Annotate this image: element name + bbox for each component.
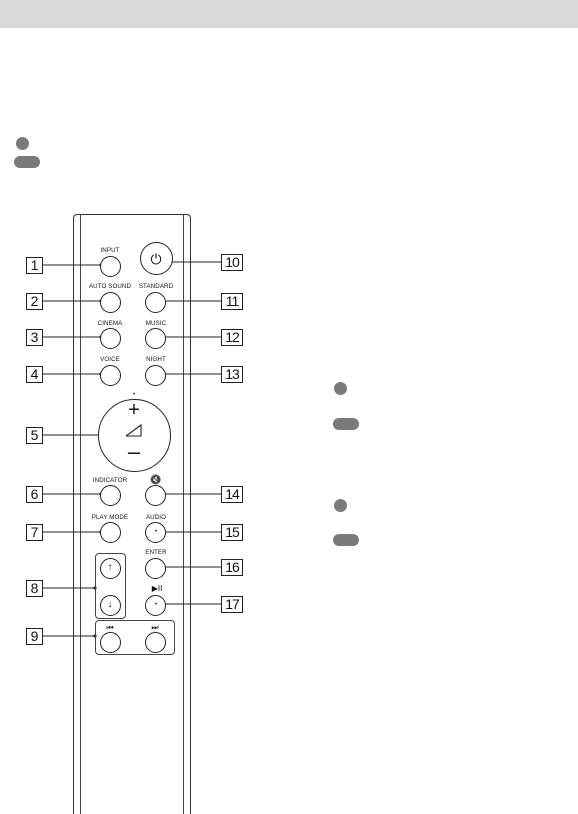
callout-15: 15 (221, 524, 243, 541)
arrow-button-group (95, 553, 126, 619)
callout-3: 3 (26, 329, 43, 346)
play-mode-button[interactable] (100, 522, 121, 543)
up-arrow-icon: ↑ (107, 562, 113, 573)
previous-button[interactable] (100, 632, 121, 653)
standard-button[interactable] (145, 292, 166, 313)
legend-pill-marker (333, 534, 359, 546)
volume-dot-icon: • (132, 392, 136, 398)
volume-icon (125, 423, 142, 437)
audio-tactile-dot-icon: • (154, 529, 158, 535)
play-pause-icon: ▶II (151, 584, 163, 593)
music-label: MUSIC (145, 320, 167, 327)
down-button[interactable] (100, 595, 121, 616)
callout-16: 16 (221, 559, 243, 576)
callout-10: 10 (221, 254, 243, 271)
enter-label: ENTER (145, 549, 167, 556)
play-pause-button[interactable] (145, 595, 166, 616)
voice-label: VOICE (100, 356, 120, 363)
callout-12: 12 (221, 329, 243, 346)
standard-label: STANDARD (138, 283, 174, 290)
remote-control-inner-edge (80, 214, 184, 814)
legend-dot-marker (334, 382, 347, 395)
callout-9: 9 (26, 628, 43, 645)
music-button[interactable] (145, 328, 166, 349)
play-pause-tactile-dot-icon: • (154, 602, 158, 608)
volume-minus-icon: – (127, 439, 141, 464)
auto-sound-label: AUTO SOUND (88, 283, 132, 290)
auto-sound-button[interactable] (100, 292, 121, 313)
legend-dot-marker (334, 499, 347, 512)
legend-dot-marker (16, 137, 29, 150)
night-button[interactable] (145, 365, 166, 386)
play-mode-label: PLAY MODE (91, 514, 129, 521)
previous-icon: ⏮ (106, 623, 114, 632)
cinema-label: CINEMA (97, 320, 123, 327)
next-button[interactable] (145, 632, 166, 653)
callout-4: 4 (26, 366, 43, 383)
next-icon: ⏭ (151, 623, 159, 632)
legend-pill-marker (333, 418, 359, 430)
callout-17: 17 (221, 596, 243, 613)
skip-button-group (95, 620, 175, 655)
callout-8: 8 (26, 580, 43, 597)
remote-control-body (73, 214, 191, 814)
input-button[interactable] (100, 256, 121, 277)
mute-button[interactable] (145, 485, 166, 506)
callout-13: 13 (221, 366, 243, 383)
callout-5: 5 (26, 427, 43, 444)
voice-button[interactable] (100, 365, 121, 386)
legend-pill-marker (14, 156, 40, 168)
indicator-label: INDICATOR (92, 477, 128, 484)
power-button[interactable] (140, 242, 173, 275)
callout-2: 2 (26, 293, 43, 310)
down-arrow-icon: ↓ (107, 599, 113, 610)
cinema-button[interactable] (100, 328, 121, 349)
power-icon: ⏻ (150, 251, 162, 267)
enter-button[interactable] (145, 558, 166, 579)
mute-icon: 🔇 (150, 474, 162, 485)
callout-7: 7 (26, 524, 43, 541)
input-label: INPUT (100, 247, 120, 254)
callout-6: 6 (26, 486, 43, 503)
up-button[interactable] (100, 558, 121, 579)
audio-label: AUDIO (145, 514, 167, 521)
indicator-button[interactable] (100, 485, 121, 506)
header-bar (0, 0, 578, 28)
callout-leader-lines (43, 260, 221, 638)
callout-14: 14 (221, 486, 243, 503)
volume-plus-icon: + (128, 399, 140, 421)
callout-1: 1 (26, 257, 43, 274)
night-label: NIGHT (146, 356, 166, 363)
callout-11: 11 (221, 293, 243, 310)
audio-button[interactable] (145, 522, 166, 543)
